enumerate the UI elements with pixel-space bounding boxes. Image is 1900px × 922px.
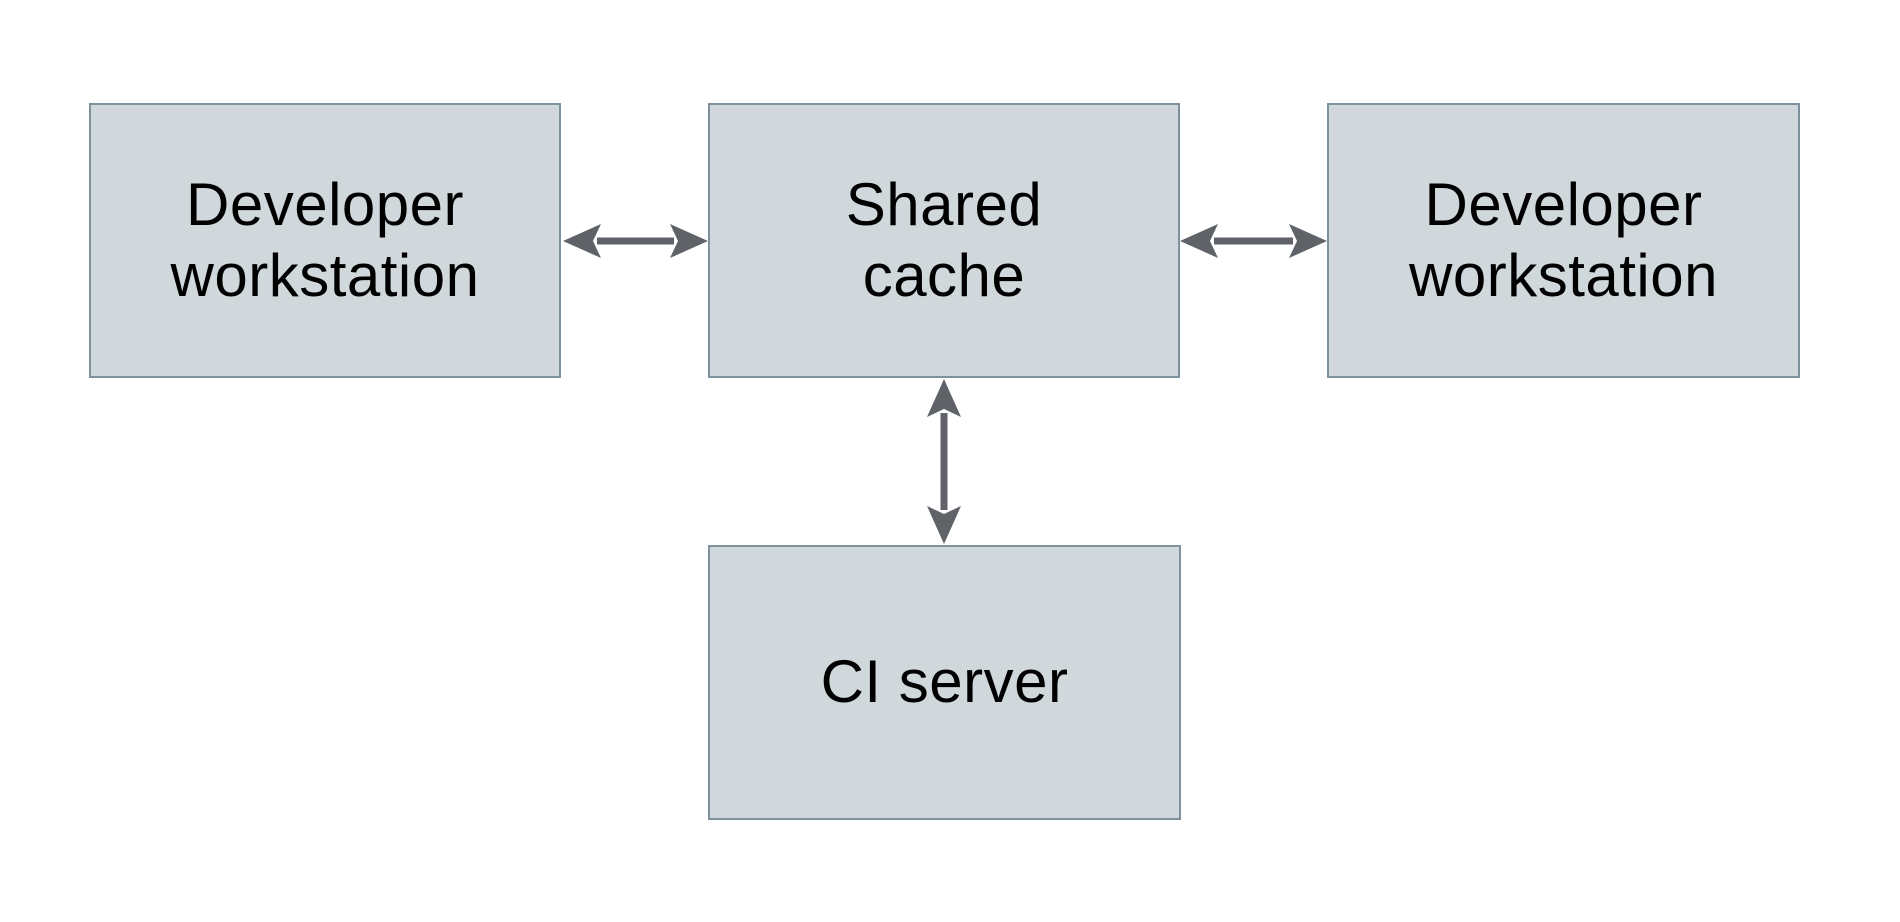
node-developer-workstation-right: Developer workstation — [1327, 103, 1800, 378]
node-label-line: workstation — [1409, 241, 1718, 309]
double-arrow-icon — [563, 224, 708, 258]
arrow-cache-ciserver — [927, 379, 961, 544]
node-label: Developer workstation — [1409, 170, 1718, 312]
node-developer-workstation-left: Developer workstation — [89, 103, 561, 378]
node-label-line: CI server — [820, 648, 1069, 716]
node-label: Developer workstation — [171, 170, 480, 312]
node-shared-cache: Shared cache — [708, 103, 1180, 378]
node-label-line: Developer — [186, 170, 464, 238]
node-ci-server: CI server — [708, 545, 1181, 820]
arrow-cache-devright — [1180, 224, 1327, 258]
node-label-line: cache — [862, 241, 1026, 309]
node-label-line: Developer — [1424, 170, 1703, 238]
arrow-devleft-cache — [563, 224, 708, 258]
double-arrow-icon — [927, 379, 961, 544]
node-label: Shared cache — [846, 170, 1042, 312]
node-label-line: workstation — [170, 241, 480, 309]
node-label: CI server — [821, 647, 1069, 718]
node-label-line: Shared — [845, 170, 1043, 238]
double-arrow-icon — [1180, 224, 1327, 258]
